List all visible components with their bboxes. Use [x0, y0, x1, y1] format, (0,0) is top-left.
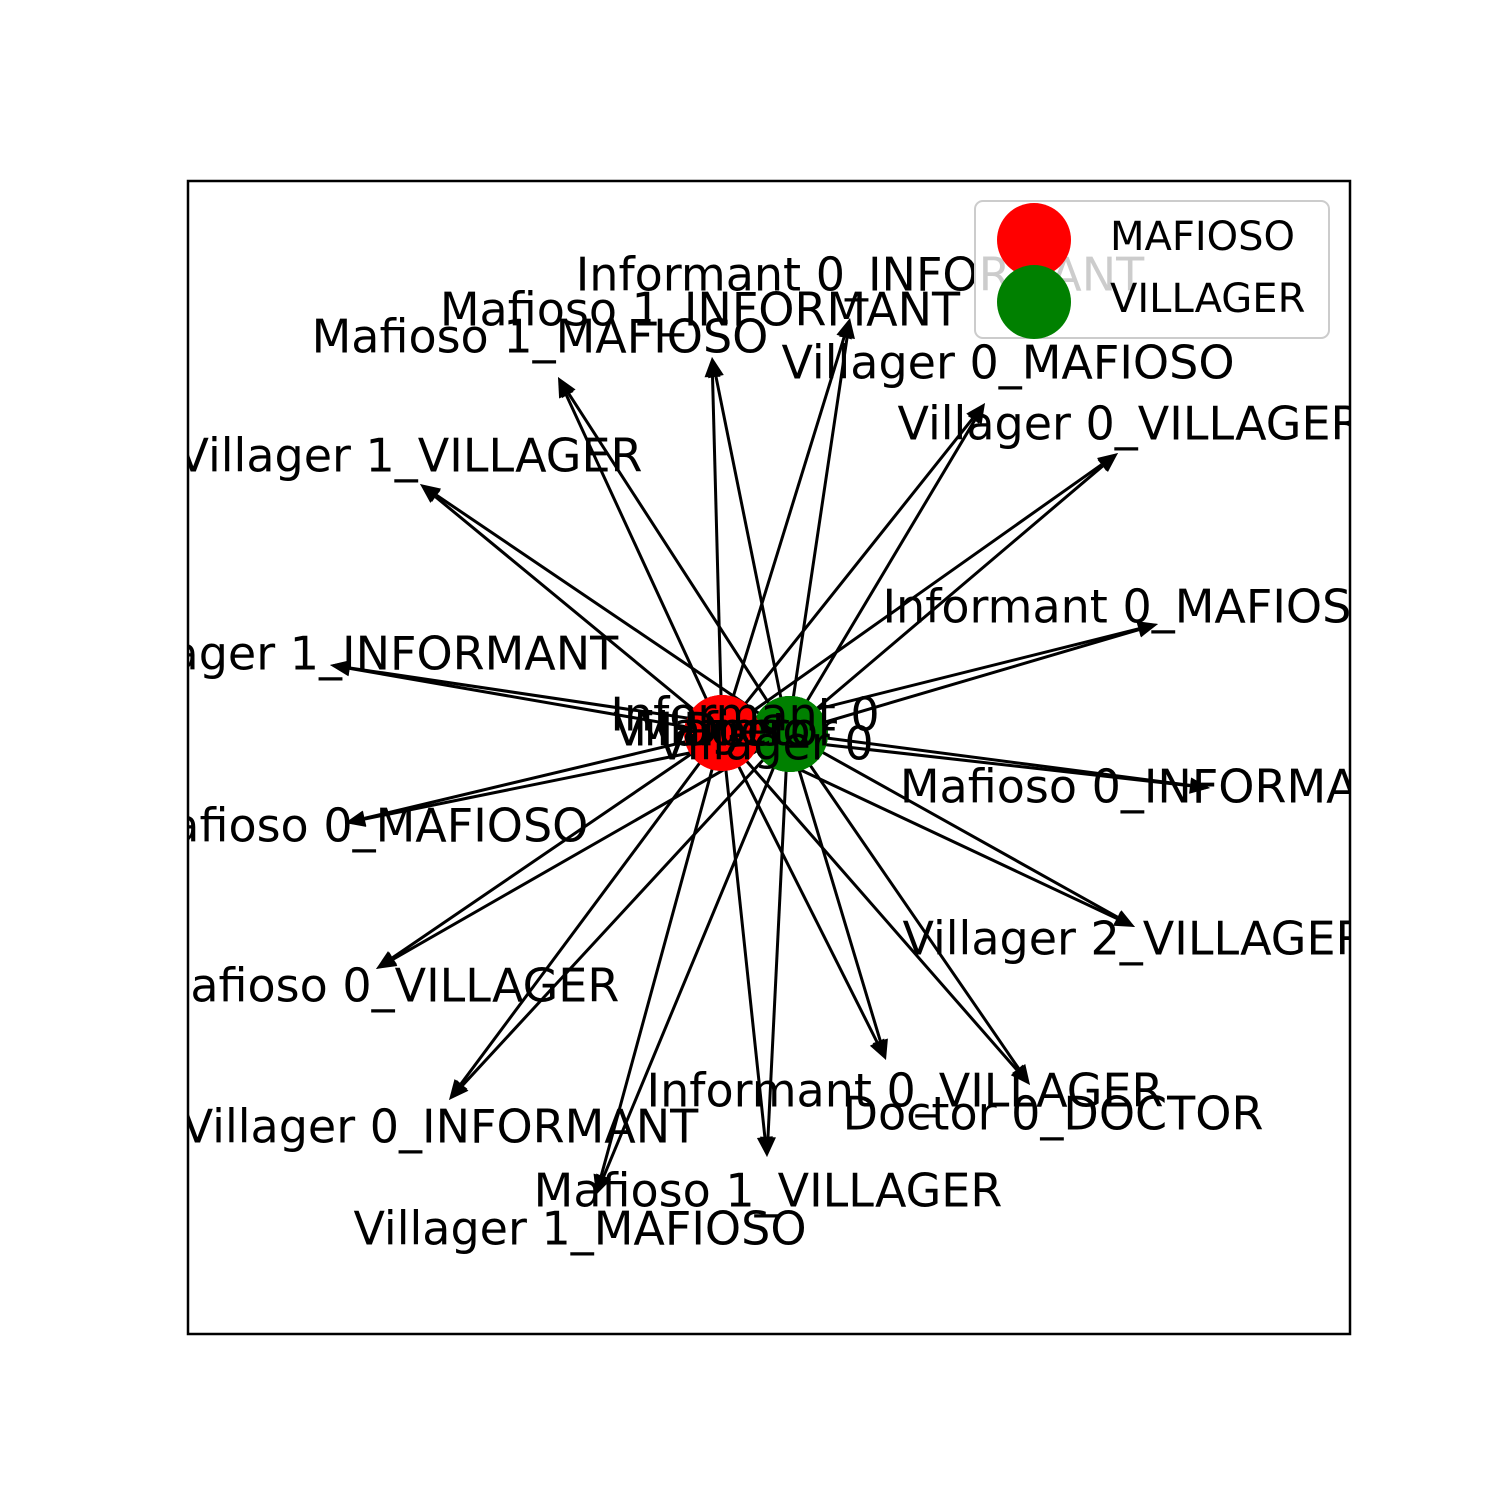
- edge-mafioso-1-informant-2-head: [708, 357, 724, 379]
- edge-informant-0-informant-2: [786, 318, 855, 734]
- edge-mafioso-1-villager-1-line: [720, 732, 767, 1138]
- edge-mafioso-1-mafioso-2: [558, 377, 790, 734]
- edge-mafioso-1-mafioso-1-line: [565, 394, 724, 734]
- edge-mafioso-1-villager-2: [759, 732, 790, 1157]
- node-label-mafioso-0-mafioso: Mafioso 0_MAFIOSO: [132, 799, 589, 853]
- edge-mafioso-1-mafioso-2-line: [567, 392, 790, 734]
- edge-villager-1-mafioso-2: [596, 732, 790, 1195]
- edge-villager-1-villager-2-head: [420, 484, 442, 502]
- edge-mafioso-1-villager-2-head: [759, 1136, 776, 1157]
- edge-informant-0-villager-2: [786, 732, 888, 1060]
- edge-villager-1-mafioso-2-line: [602, 732, 790, 1178]
- edge-villager-0-mafioso-2-head: [967, 403, 985, 425]
- node-label-villager-0-informant: Villager 0_INFORMANT: [182, 1100, 699, 1154]
- edge-mafioso-1-mafioso-2-head: [558, 377, 576, 399]
- legend-label-mafioso: MAFIOSO: [1110, 214, 1295, 260]
- edge-villager-0-mafioso-2-line: [786, 419, 977, 734]
- node-label-mafioso-0-villager: Mafioso 0_VILLAGER: [151, 959, 620, 1013]
- edge-informant-0-informant-1-line: [720, 336, 846, 734]
- edge-mafioso-1-informant-2-line: [714, 376, 790, 734]
- center-label-mafioso: Mafioso: [633, 703, 810, 757]
- center-label-informant: Informant 0: [610, 688, 879, 742]
- edge-mafioso-0-mafioso-2-head: [345, 811, 367, 827]
- edge-villager-1-informant-1-line: [349, 666, 723, 735]
- edge-villager-0-informant-2-line: [461, 731, 790, 1087]
- legend-swatch-mafioso: [997, 203, 1071, 277]
- edge-villager-0-villager-1-line: [721, 463, 1103, 735]
- node-label-informant-0-mafioso: Informant 0_MAFIOSO: [882, 580, 1387, 634]
- node-label-villager-0-villager: Villager 0_VILLAGER: [898, 397, 1363, 451]
- node-label-villager-1-informant: Villager 1_INFORMANT: [102, 627, 619, 681]
- node-label-villager-0-mafioso: Villager 0_MAFIOSO: [781, 336, 1234, 390]
- center-node-villager: [684, 695, 760, 771]
- edge-mafioso-0-informant-2-line: [787, 731, 1191, 787]
- edge-villager-0-mafioso-1: [720, 403, 985, 734]
- edge-villager-0-villager-2-line: [787, 464, 1104, 735]
- edge-informant-0-villager-2-line: [786, 732, 882, 1042]
- edge-doctor-0-doctor-1-line: [720, 732, 1018, 1071]
- center-label-doctor: Doctor: [683, 703, 837, 757]
- edge-informant-0-mafioso-2-line: [787, 628, 1140, 735]
- edge-villager-0-informant-2-head: [449, 1079, 469, 1100]
- edge-doctor-0-doctor-2: [786, 732, 1030, 1085]
- edge-villager-0-villager-2: [787, 453, 1118, 735]
- edge-villager-1-villager-2-line: [435, 493, 789, 735]
- legend: MAFIOSO VILLAGER: [974, 200, 1330, 339]
- edge-villager-1-mafioso-2-head: [596, 1173, 612, 1195]
- edge-mafioso-0-informant-2-head: [1189, 777, 1210, 794]
- axes-frame: [186, 179, 1352, 1336]
- edge-villager-1-villager-1-line: [434, 495, 723, 735]
- edge-villager-0-villager-2-head: [1097, 453, 1118, 473]
- edge-informant-0-informant-2-line: [786, 337, 849, 734]
- edge-informant-0-mafioso-2: [787, 621, 1158, 735]
- edge-informant-0-villager-1-line: [720, 732, 879, 1043]
- node-label-mafioso-0-informant: Mafioso 0_INFORMANT: [900, 760, 1421, 814]
- edge-mafioso-0-villager-2-head: [376, 952, 398, 969]
- edge-informant-0-informant-2-head: [839, 318, 855, 339]
- edge-mafioso-1-informant-2: [708, 357, 790, 734]
- legend-swatch-villager: [997, 265, 1071, 339]
- center-label-villager: Villager: [613, 703, 786, 757]
- node-label-doctor-0-doctor: Doctor 0_DOCTOR: [843, 1087, 1264, 1141]
- node-label-villager-1-villager: Villager 1_VILLAGER: [178, 429, 643, 483]
- edge-mafioso-0-mafioso-1-line: [364, 731, 723, 820]
- edge-mafioso-1-villager-2-line: [766, 732, 790, 1138]
- edge-villager-1-mafioso-1-line: [599, 732, 724, 1177]
- edge-villager-0-mafioso-2: [786, 403, 985, 734]
- edge-mafioso-0-informant-2: [787, 731, 1210, 794]
- node-label-informant-0-villager: Informant 0_VILLAGER: [647, 1064, 1164, 1118]
- node-label-mafioso-1-mafioso: Mafioso 1_MAFIOSO: [312, 310, 769, 364]
- edge-villager-2-villager-2-head: [1113, 910, 1135, 927]
- legend-label-villager: VILLAGER: [1110, 276, 1305, 322]
- node-label-villager-2-villager: Villager 2_VILLAGER: [903, 912, 1368, 966]
- node-label-mafioso-1-villager: Mafioso 1_VILLAGER: [534, 1164, 1003, 1218]
- edge-doctor-0-doctor-2-line: [786, 732, 1020, 1070]
- edge-villager-0-informant-1-line: [459, 732, 724, 1085]
- edge-mafioso-0-villager-1-line: [391, 731, 723, 959]
- edge-mafioso-1-informant-1-line: [711, 376, 724, 734]
- edge-informant-0-mafioso-2-head: [1136, 621, 1158, 638]
- edge-villager-0-mafioso-1-line: [720, 417, 974, 734]
- edge-villager-1-villager-2: [420, 484, 789, 735]
- edge-villager-1-informant-2-head: [330, 660, 351, 676]
- edge-villager-2-villager-2-line: [787, 731, 1119, 919]
- node-label-mafioso-1-informant: Mafioso 1_INFORMANT: [440, 283, 961, 337]
- edges: [330, 318, 1210, 1195]
- edge-villager-2-villager-2: [787, 731, 1135, 927]
- edge-informant-0-villager-2-head: [872, 1038, 888, 1060]
- node-label-villager-1-mafioso: Villager 1_MAFIOSO: [353, 1202, 806, 1256]
- center-node-doctor: [752, 696, 828, 772]
- center-label-villager0: Villager 0: [656, 717, 873, 771]
- edge-villager-0-informant-2: [449, 731, 790, 1100]
- edge-doctor-0-doctor-2-head: [1012, 1063, 1030, 1085]
